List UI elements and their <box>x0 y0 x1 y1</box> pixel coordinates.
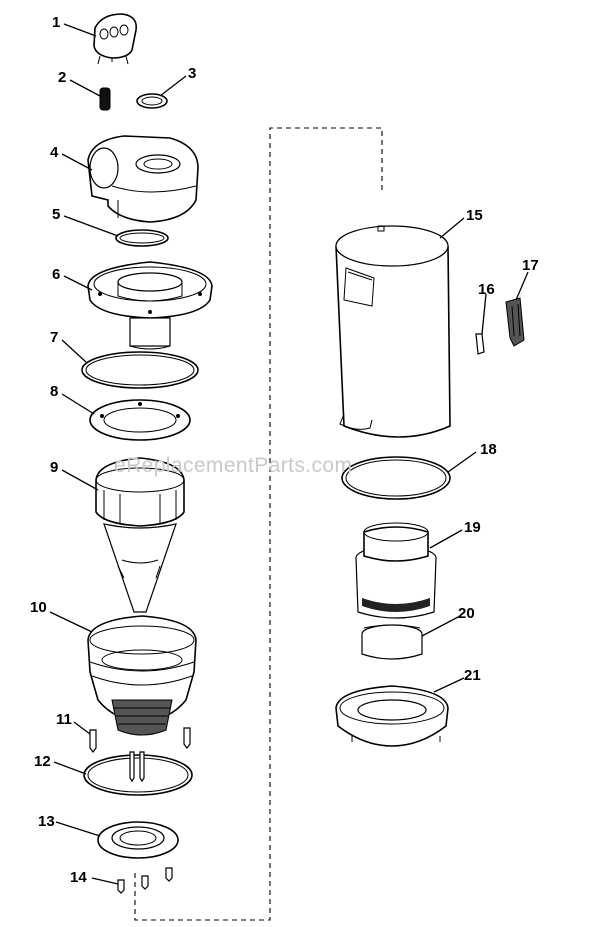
callout-16: 16 <box>478 281 495 298</box>
part-7-large-oring <box>81 351 199 389</box>
part-10-dirt-cup <box>87 615 197 736</box>
part-16-clip <box>475 333 485 355</box>
callout-6: 6 <box>52 266 60 283</box>
callout-11: 11 <box>56 711 72 728</box>
callout-14: 14 <box>70 869 87 886</box>
part-19-motor-filter <box>355 522 437 619</box>
part-2-pin <box>99 87 111 111</box>
assembly-guide-line <box>134 127 383 921</box>
callout-19: 19 <box>464 519 481 536</box>
callout-4: 4 <box>50 144 59 161</box>
leader-lines <box>49 23 529 885</box>
part-11-screw <box>89 727 191 753</box>
callout-8: 8 <box>50 383 58 400</box>
callout-3: 3 <box>188 65 196 82</box>
part-1-handle-grip <box>93 13 138 65</box>
part-6-filter-housing <box>87 261 213 350</box>
callout-1: 1 <box>52 14 60 31</box>
callout-18: 18 <box>480 441 497 458</box>
callout-9: 9 <box>50 459 58 476</box>
part-3-ring <box>136 93 168 109</box>
part-12-bottom-oring <box>83 751 193 796</box>
part-18-canister-seal <box>341 456 451 500</box>
part-9-cyclone-cone <box>95 457 185 613</box>
callout-2: 2 <box>58 69 66 86</box>
callout-10: 10 <box>30 599 47 616</box>
watermark-text: eReplacementParts.com <box>114 454 352 477</box>
callout-21: 21 <box>464 667 481 684</box>
callout-5: 5 <box>52 206 60 223</box>
callout-13: 13 <box>38 813 55 830</box>
part-15-canister-body <box>335 225 451 438</box>
part-8-gasket <box>89 399 191 441</box>
part-5-oring <box>115 229 169 247</box>
part-4-top-cover <box>87 135 199 223</box>
part-20-filter-band <box>361 624 423 660</box>
callout-17: 17 <box>522 257 539 274</box>
part-17-latch <box>505 297 525 347</box>
callout-12: 12 <box>34 753 51 770</box>
callout-20: 20 <box>458 605 475 622</box>
callout-7: 7 <box>50 329 58 346</box>
part-13-base-plate <box>97 821 179 859</box>
callout-15: 15 <box>466 207 483 224</box>
part-21-base-ring <box>335 685 449 747</box>
part-14-screws <box>117 867 173 894</box>
